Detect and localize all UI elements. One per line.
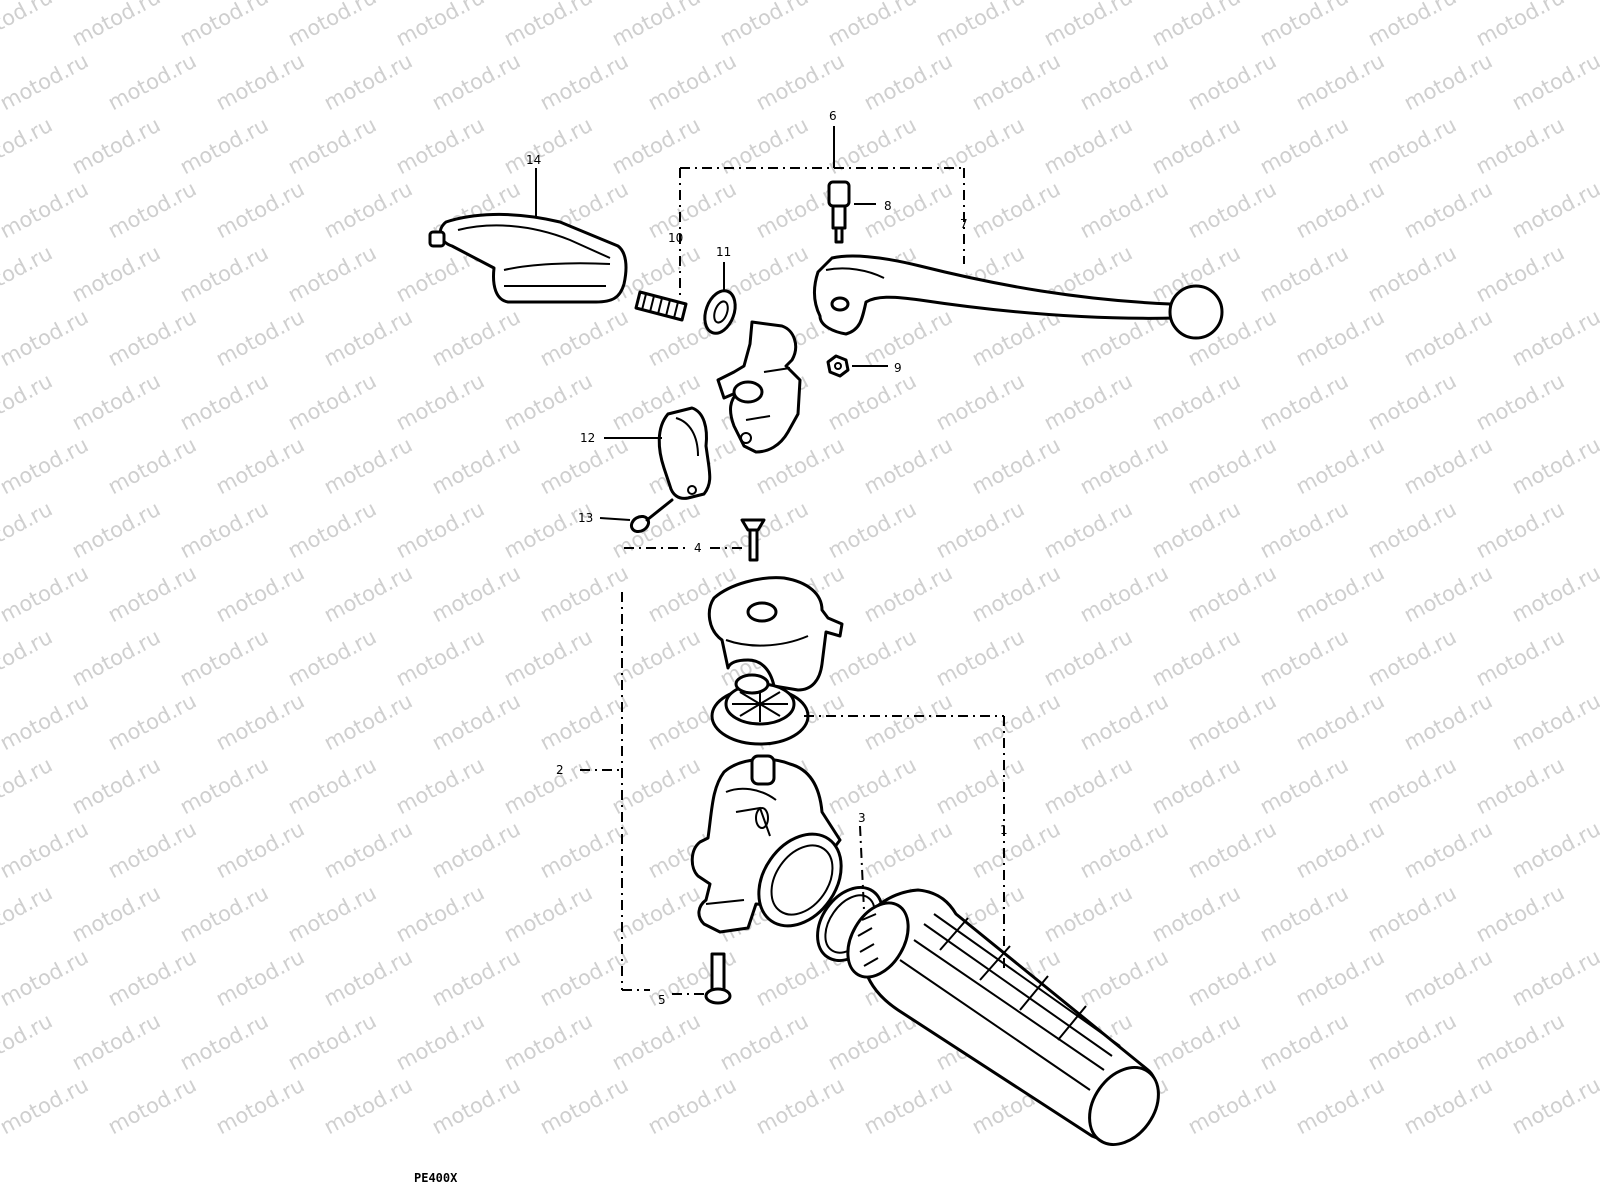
label-14: 14: [526, 153, 541, 167]
throttle-grip-part: [846, 888, 1160, 1146]
nut-part: [826, 354, 850, 378]
adjuster-bolt-part: [634, 290, 688, 322]
switch-housing-upper-part: [707, 576, 844, 692]
label-8: 8: [884, 199, 892, 213]
label-1: 1: [1000, 823, 1008, 837]
lever-bracket-part: [716, 320, 802, 454]
pivot-bolt-part: [827, 180, 851, 244]
clutch-lever-part: [812, 254, 1224, 340]
part-labels: 1 2 3 4 5 6 7 8 9 10 11 12 13 14 PE400X: [414, 109, 1008, 1185]
label-3: 3: [858, 811, 866, 825]
locknut-part: [703, 289, 737, 335]
label-5: 5: [658, 993, 666, 1007]
diagram-code: PE400X: [414, 1171, 458, 1185]
label-9: 9: [894, 361, 902, 375]
clamp-part: [657, 406, 712, 500]
lever-cover-part: [428, 212, 628, 304]
screw-top-part: [740, 518, 766, 562]
label-12: 12: [580, 431, 595, 445]
leader-lines: [535, 126, 1005, 995]
label-11: 11: [716, 245, 731, 259]
label-7: 7: [960, 217, 968, 231]
clamp-screw-part: [629, 498, 674, 534]
label-13: 13: [578, 511, 593, 525]
label-2: 2: [556, 763, 564, 777]
label-4: 4: [694, 541, 702, 555]
switch-housing-lower-part: [690, 754, 843, 934]
rotary-switch-part: [710, 673, 810, 746]
screw-bottom-part: [704, 952, 732, 1005]
label-10: 10: [668, 231, 683, 245]
label-6: 6: [829, 109, 837, 123]
